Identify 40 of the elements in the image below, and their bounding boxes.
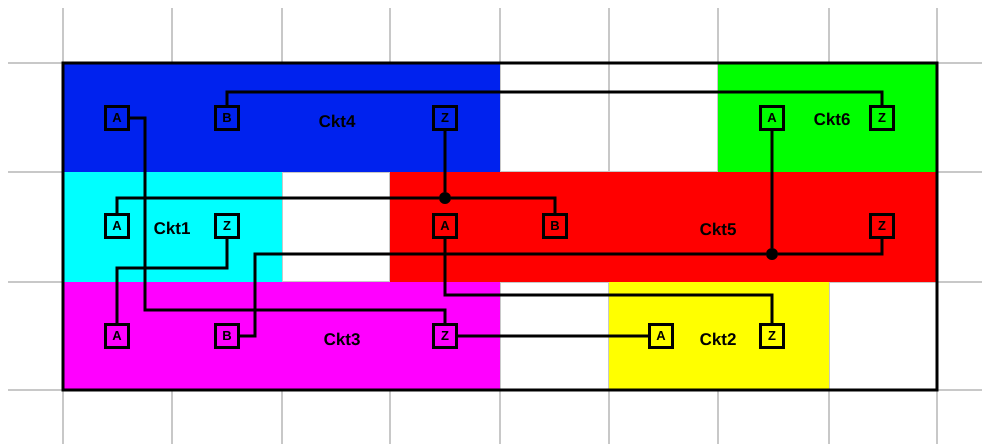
wire	[240, 252, 766, 338]
circuit-block	[609, 282, 829, 390]
circuit-label: Ckt6	[814, 110, 850, 130]
pin: B	[214, 323, 240, 349]
pin: B	[214, 105, 240, 131]
circuit-block	[63, 63, 500, 172]
wire	[116, 196, 439, 213]
pin: A	[648, 323, 674, 349]
wire	[458, 334, 648, 338]
circuit-label: Ckt1	[154, 219, 190, 239]
pin: B	[542, 213, 568, 239]
wire	[444, 239, 774, 323]
wire	[444, 131, 446, 192]
circuit-label: Ckt3	[324, 330, 360, 350]
pin: Z	[869, 213, 895, 239]
circuit-block	[63, 172, 282, 282]
pin: Z	[432, 105, 458, 131]
circuit-label: Ckt2	[700, 330, 736, 350]
wire	[778, 239, 884, 256]
pin: Z	[432, 323, 458, 349]
junction-dot	[766, 248, 778, 260]
pin: A	[432, 213, 458, 239]
circuit-block	[63, 282, 500, 390]
wire	[451, 196, 556, 213]
circuit-label: Ckt5	[700, 220, 736, 240]
wire	[226, 90, 884, 105]
pin: A	[759, 105, 785, 131]
wire	[116, 239, 228, 323]
circuit-block	[390, 172, 937, 282]
pin: A	[104, 323, 130, 349]
pin: Z	[869, 105, 895, 131]
pin: A	[104, 213, 130, 239]
pin: Z	[759, 323, 785, 349]
circuit-block	[718, 63, 937, 172]
circuit-label: Ckt4	[318, 112, 356, 132]
pin: A	[104, 105, 130, 131]
pin: Z	[214, 213, 240, 239]
wire	[770, 131, 774, 248]
wire	[130, 116, 446, 323]
junction-dot	[439, 192, 451, 204]
